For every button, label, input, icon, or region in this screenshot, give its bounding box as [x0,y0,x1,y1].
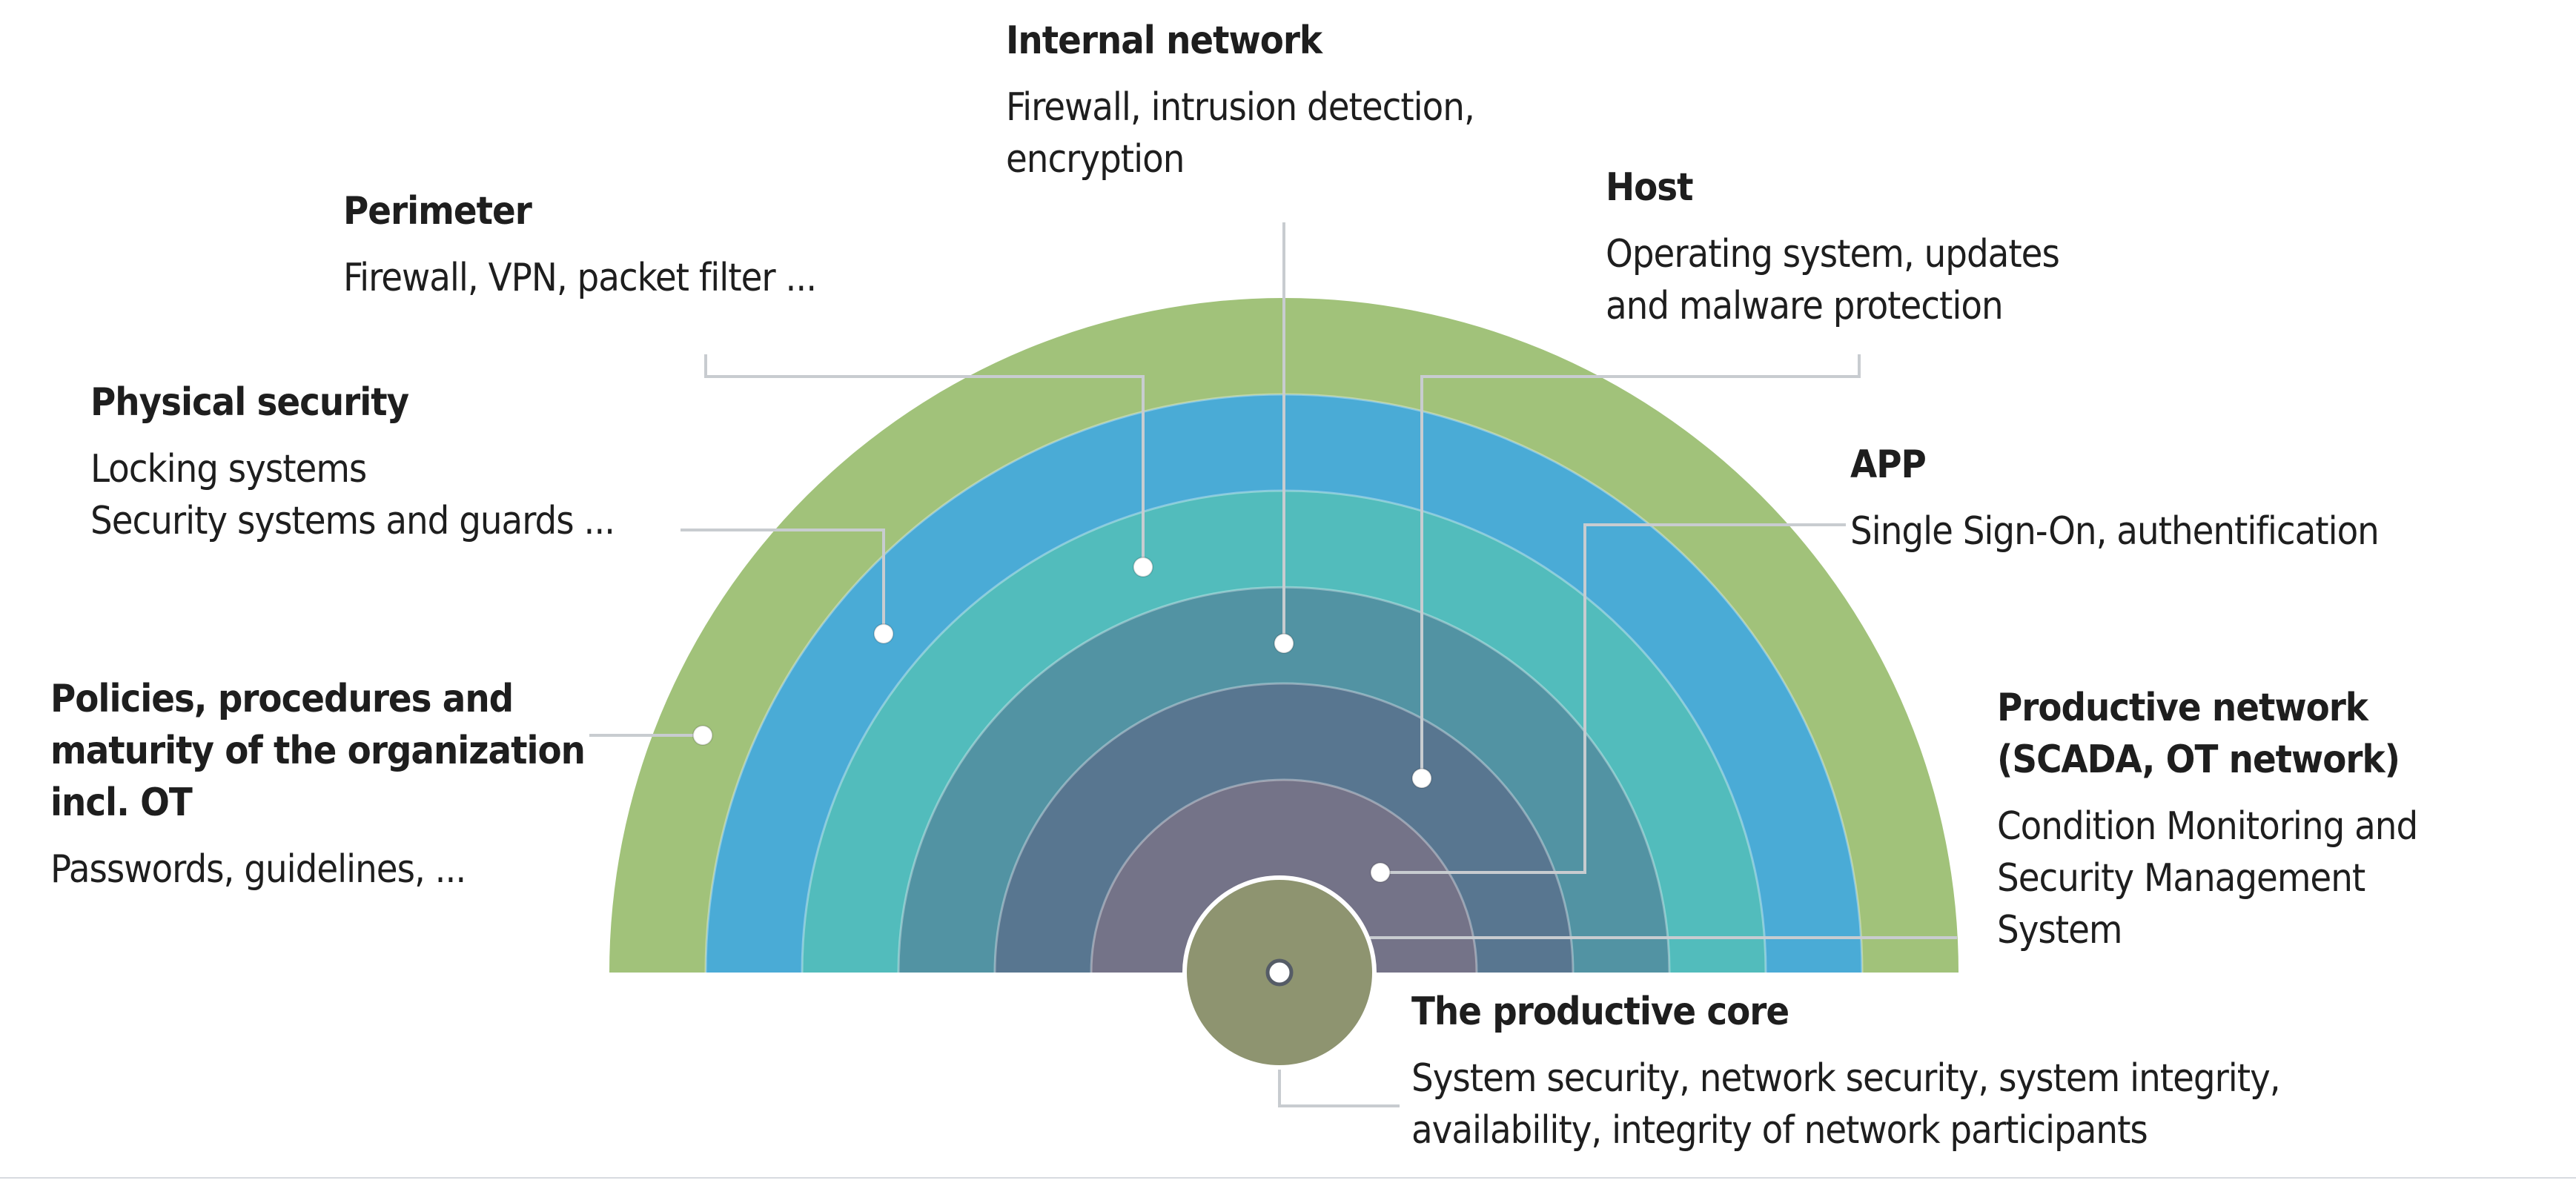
label-policies: Policies, procedures and maturity of the… [50,673,586,895]
label-line: System [1997,908,2122,953]
label-host: Host Operating system, updates and malwa… [1606,162,2060,332]
marker-dot-productive-core [1265,958,1294,987]
label-productive-core: The productive core System security, net… [1411,986,2281,1156]
label-title-line: incl. OT [50,781,193,825]
label-line: Single Sign-On, authentification [1850,509,2380,554]
marker-dot-internal-network [1274,633,1294,654]
label-title-line: maturity of the organization [50,729,586,773]
label-title: Policies, procedures and maturity of the… [50,673,586,829]
marker-dot-physical-security [873,623,894,644]
label-description: Locking systems Security systems and gua… [90,443,615,547]
marker-dots [692,557,1432,883]
label-description: Single Sign-On, authentification [1850,506,2380,557]
label-line: Locking systems [90,447,367,491]
label-line: Firewall, intrusion detection, [1006,85,1475,130]
connector-lines [589,222,1957,1107]
label-title: Productive network (SCADA, OT network) [1997,682,2417,786]
label-description: Passwords, guidelines, ... [50,844,585,895]
bottom-divider [0,1177,2576,1179]
label-line: and malware protection [1606,284,2004,328]
connector-app [1380,523,1846,874]
marker-dot-host [1411,768,1432,789]
label-description: Condition Monitoring and Security Manage… [1997,801,2418,956]
connector-perimeter [704,354,1145,567]
label-description: Firewall, VPN, packet filter ... [343,252,817,304]
label-line: Condition Monitoring and [1997,804,2418,849]
label-title: Internal network [1006,19,1322,63]
label-line: encryption [1006,137,1185,182]
connector-host [1420,354,1861,778]
label-title-line: (SCADA, OT network) [1997,738,2400,782]
label-title: APP [1850,443,1927,487]
label-description: Operating system, updates and malware pr… [1606,228,2060,332]
label-description: Firewall, intrusion detection, encryptio… [1006,82,1475,185]
label-description: System security, network security, syste… [1411,1053,2281,1156]
label-app: APP Single Sign-On, authentification [1850,439,2380,557]
label-internal-network: Internal network Firewall, intrusion det… [1006,15,1475,185]
label-title: The productive core [1411,990,1789,1034]
label-line: Firewall, VPN, packet filter ... [343,256,817,300]
label-productive-network: Productive network (SCADA, OT network) C… [1997,682,2418,956]
label-physical-security: Physical security Locking systems Securi… [90,377,615,547]
marker-dot-app [1370,862,1391,883]
label-line: Security systems and guards ... [90,499,615,543]
label-line: Security Management [1997,856,2365,901]
label-title: Perimeter [343,189,532,233]
marker-dot-perimeter [1133,557,1153,577]
marker-dot-policies [692,725,713,746]
label-title: Physical security [90,380,409,425]
label-title-line: Policies, procedures and [50,677,514,721]
label-title: Host [1606,165,1694,210]
label-line: Operating system, updates [1606,232,2060,276]
label-line: System security, network security, syste… [1411,1056,2281,1101]
label-title-line: Productive network [1997,686,2368,730]
label-perimeter: Perimeter Firewall, VPN, packet filter .… [343,185,817,304]
label-line: availability, integrity of network parti… [1411,1108,2148,1153]
label-line: Passwords, guidelines, ... [50,847,466,892]
connector-physical-security [681,529,885,634]
